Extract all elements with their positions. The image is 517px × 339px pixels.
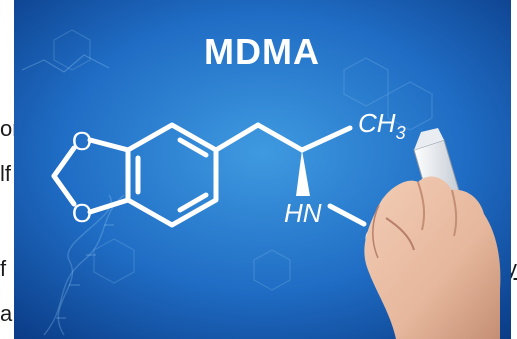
text-fragment-3: f bbox=[0, 256, 7, 281]
molecule-title: MDMA bbox=[204, 31, 320, 72]
text-fragment-2: lf bbox=[0, 161, 11, 186]
oxygen-atom-bottom: O bbox=[72, 198, 92, 228]
text-fragment-4: a bbox=[0, 301, 13, 326]
oxygen-atom-top: O bbox=[72, 126, 92, 156]
graph-scribble-icon bbox=[21, 54, 110, 73]
wedge-bond bbox=[296, 150, 310, 196]
amine-label: HN bbox=[284, 198, 322, 228]
methyl-label-top: CH3 bbox=[358, 108, 406, 143]
hand-with-marker-icon bbox=[364, 128, 501, 339]
dna-helix-icon bbox=[43, 194, 125, 336]
photo-canvas: MDMA O O CH3 HN bbox=[14, 0, 511, 339]
mdma-molecule-photo: MDMA O O CH3 HN bbox=[14, 0, 511, 339]
text-fragment-5: y bbox=[506, 256, 517, 281]
molecule-structure bbox=[51, 122, 367, 228]
